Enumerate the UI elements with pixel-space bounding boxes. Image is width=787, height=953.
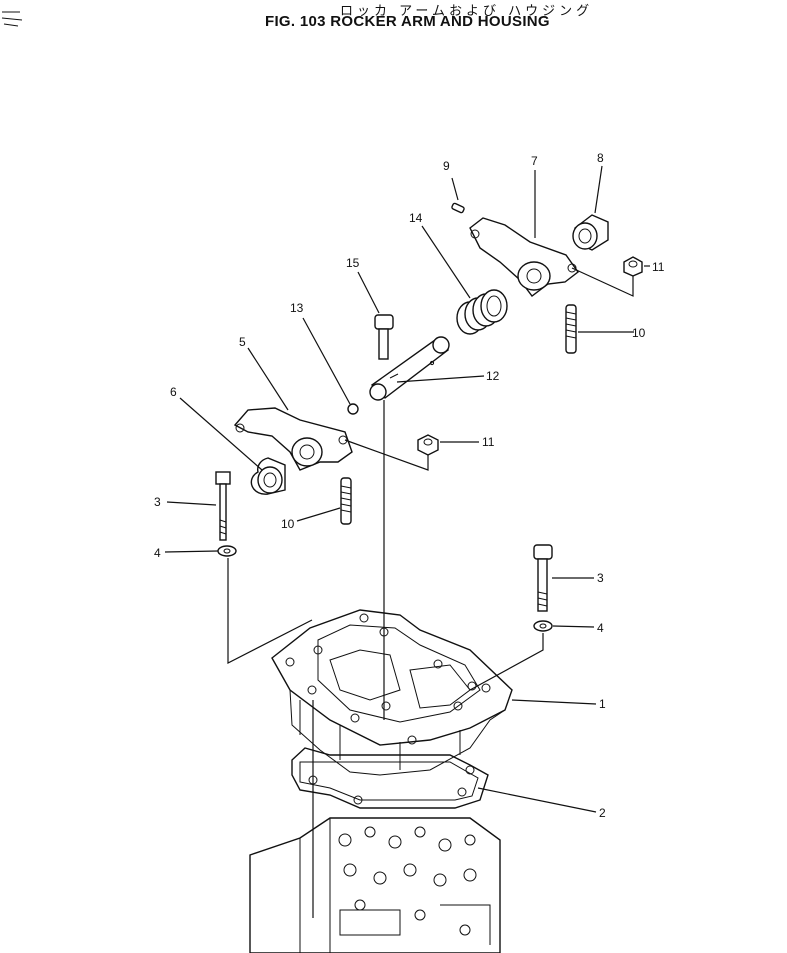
- callout-13: 13: [290, 301, 304, 315]
- rocker-arm-lower: [233, 407, 353, 471]
- retaining-pin: [451, 202, 465, 214]
- callout-5: 5: [239, 335, 246, 349]
- callout-1: 1: [599, 697, 606, 711]
- callout-10-upper: 10: [632, 326, 646, 340]
- callout-11-lower: 11: [482, 435, 495, 449]
- shaft-bolt: [374, 314, 394, 360]
- callout-11-upper: 11: [652, 260, 665, 274]
- callout-7: 7: [531, 154, 538, 168]
- callout-8: 8: [597, 151, 604, 165]
- callout-6: 6: [170, 385, 177, 399]
- rocker-shaft: [369, 336, 450, 401]
- lock-nut-upper: [623, 256, 643, 277]
- callout-14: 14: [409, 211, 423, 225]
- callout-9: 9: [443, 159, 450, 173]
- callout-4-right: 4: [597, 621, 604, 635]
- callout-labels: 9 7 8 14 15 11 13 10 5 12 6 11 3 10 4 3 …: [154, 151, 665, 820]
- callout-3-left: 3: [154, 495, 161, 509]
- bolt-right: [533, 544, 553, 612]
- bushing-lower: [250, 457, 286, 495]
- spring: [456, 289, 508, 335]
- adjusting-screw-left: [340, 477, 352, 525]
- leader-lines: [164, 165, 650, 813]
- lock-nut-lower: [417, 434, 439, 456]
- callout-12: 12: [486, 369, 500, 383]
- washer-right: [533, 620, 553, 632]
- callout-10-lower: 10: [281, 517, 295, 531]
- figure-title: FIG. 103 ROCKER ARM AND HOUSING: [265, 13, 550, 30]
- assembly-lines: [227, 267, 634, 918]
- washer-left: [217, 545, 237, 557]
- bolt-left: [215, 471, 231, 541]
- callout-15: 15: [346, 256, 360, 270]
- callout-4-left: 4: [154, 546, 161, 560]
- bushing-upper: [572, 214, 609, 251]
- scan-artifacts: [1, 11, 23, 27]
- callout-2: 2: [599, 806, 606, 820]
- rocker-arm-upper: [469, 217, 579, 297]
- cylinder-head: [249, 817, 501, 953]
- steel-ball: [347, 403, 359, 415]
- japanese-title: ロッカ アームおよび ハウジング: [340, 4, 594, 19]
- callout-3-right: 3: [597, 571, 604, 585]
- adjusting-screw-right: [565, 304, 577, 354]
- gasket: [291, 747, 489, 809]
- rocker-housing: [271, 609, 513, 776]
